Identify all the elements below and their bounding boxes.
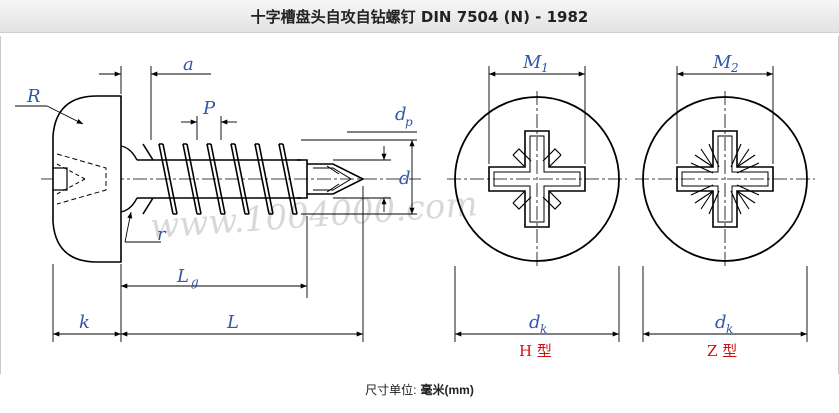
page-title: 十字槽盘头自攻自钻螺钉 DIN 7504 (N) - 1982 <box>250 7 589 26</box>
label-Lg: L <box>176 266 189 287</box>
drill-point <box>307 163 365 195</box>
label-a: a <box>183 54 194 75</box>
z-type-view <box>635 91 815 267</box>
label-dk-z-sub: k <box>726 322 733 336</box>
z-type-dimensions <box>642 66 808 342</box>
label-dk-h: d <box>529 312 541 333</box>
label-dp-sub: p <box>405 115 413 129</box>
screw-head <box>52 95 122 263</box>
label-M1-sub: 1 <box>541 61 549 75</box>
technical-drawing: www.1004000.com <box>0 36 839 374</box>
type-z-label: Z 型 <box>707 342 737 360</box>
label-dp: d <box>395 104 407 125</box>
label-M2: M <box>712 52 732 73</box>
thread-ridges <box>142 143 298 215</box>
label-d: d <box>399 168 411 189</box>
h-type-dimensions <box>454 66 620 342</box>
z-ribs <box>690 143 760 215</box>
cross-recess-hidden <box>56 153 107 205</box>
label-dk-z: d <box>715 312 727 333</box>
label-k: k <box>79 312 90 333</box>
screw-side-view <box>41 95 421 263</box>
label-P: P <box>202 98 216 119</box>
unit-value: 毫米(mm) <box>420 382 474 397</box>
neck-fillet <box>120 145 138 213</box>
type-h-label: H 型 <box>519 342 552 360</box>
label-r: r <box>157 224 167 245</box>
footer: 尺寸单位: 毫米(mm) <box>0 378 839 400</box>
title-bar: 十字槽盘头自攻自钻螺钉 DIN 7504 (N) - 1982 <box>0 0 839 33</box>
label-M2-sub: 2 <box>730 61 739 75</box>
unit-label: 尺寸单位: <box>365 382 417 397</box>
label-Lg-sub: g <box>191 275 199 289</box>
label-M1: M <box>522 52 542 73</box>
screw-drawing-svg: www.1004000.com <box>15 52 815 360</box>
h-type-view <box>447 91 627 267</box>
label-dk-h-sub: k <box>540 322 547 336</box>
label-R: R <box>26 86 41 107</box>
label-L: L <box>226 312 239 333</box>
side-view-dimensions <box>15 66 417 342</box>
